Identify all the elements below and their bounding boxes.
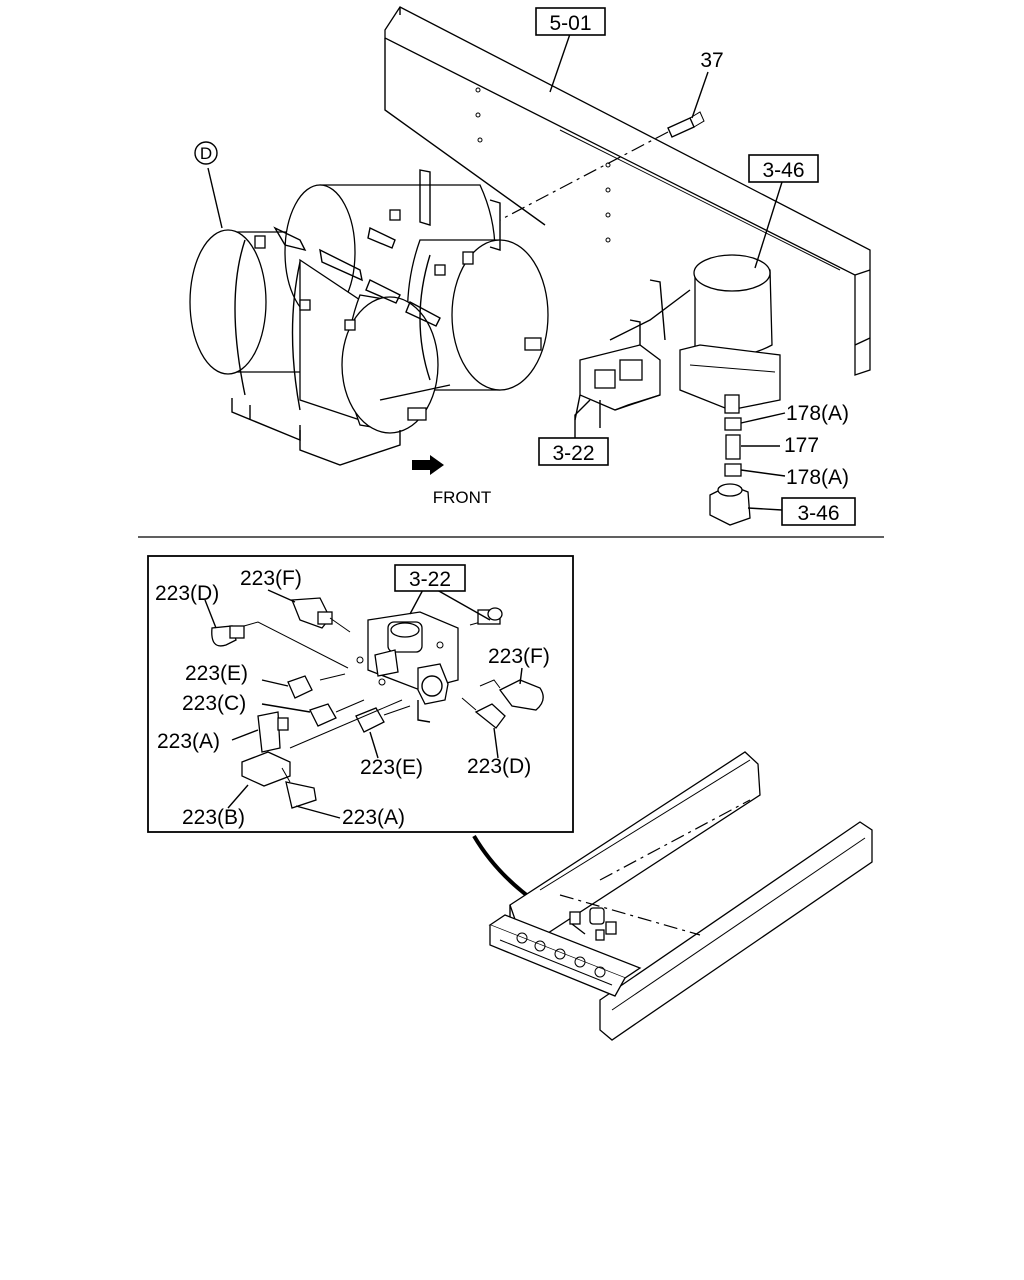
pipe-parts (709, 417, 751, 526)
label-223a-left: 223(A) (157, 730, 220, 753)
label-223d-right: 223(D) (467, 755, 531, 778)
label-223e-left: 223(E) (185, 662, 248, 685)
label-223a-bottom: 223(A) (342, 806, 405, 829)
label-223d-left: 223(D) (155, 582, 219, 605)
callout-pipe: 177 (784, 434, 819, 457)
callout-dryer-ref-bottom: 3-46 (797, 502, 839, 525)
label-223f-right: 223(F) (488, 645, 550, 668)
front-arrow-icon (412, 455, 444, 475)
callout-frame-ref: 5-01 (549, 12, 591, 35)
relay-valve-upper (574, 344, 661, 428)
frame-rail (384, 6, 871, 376)
label-223f-top: 223(F) (240, 567, 302, 590)
label-223e-bottom: 223(E) (360, 756, 423, 779)
detail-fittings (211, 597, 544, 809)
detail-frame (147, 555, 574, 833)
label-223b: 223(B) (182, 806, 245, 829)
label-223c: 223(C) (182, 692, 246, 715)
callout-circle-d (194, 141, 218, 165)
relay-valve-detail (356, 607, 503, 723)
leader-lines-upper (207, 33, 786, 511)
callout-bolt: 37 (700, 49, 723, 72)
front-label: FRONT (433, 488, 492, 507)
chassis-locator (488, 751, 873, 1041)
air-dryer (609, 254, 781, 414)
callout-valve-ref: 3-22 (552, 442, 594, 465)
air-tanks (189, 169, 549, 466)
callout-dryer-ref-top: 3-46 (762, 159, 804, 182)
callout-box-5-01 (535, 7, 606, 36)
detail-callout-valve-ref: 3-22 (409, 568, 451, 591)
leader-lines-detail (204, 585, 523, 819)
callout-nut-a-upper: 178(A) (786, 402, 849, 425)
callout-tank-group: D (200, 144, 212, 163)
callout-nut-a-lower: 178(A) (786, 466, 849, 489)
callout-box-3-22-top (538, 437, 609, 466)
bolt-37 (499, 111, 705, 221)
detail-callout-box-3-22 (394, 564, 466, 592)
detail-connectors (243, 617, 501, 783)
callout-box-3-46-top (748, 154, 819, 183)
callout-box-3-46-bottom (781, 497, 856, 526)
